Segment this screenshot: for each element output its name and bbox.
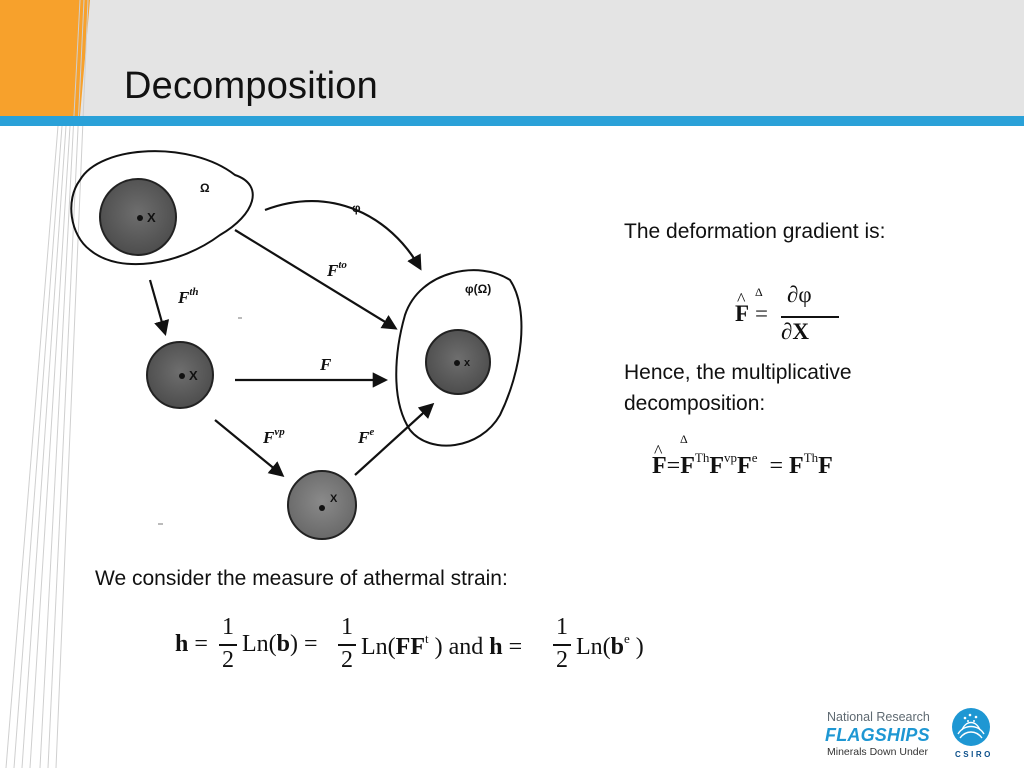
flagships-csiro-logo: National Research FLAGSHIPS Minerals Dow… [824, 706, 1014, 762]
phi-arrow [264, 200, 422, 271]
thermal-config-point [179, 373, 185, 379]
current-body-outline [395, 269, 523, 447]
f-e-arrow [354, 402, 435, 476]
f-to-label: Fto [326, 259, 347, 280]
f-vp-arrow [214, 419, 285, 477]
current-x-label: x [464, 357, 471, 369]
viscoplastic-config-point [319, 505, 325, 511]
athermal-strain-text: We consider the measure of athermal stra… [95, 567, 508, 590]
multiplicative-decomposition-equation: Δ F^=FThFvpFe = FThF [652, 432, 833, 479]
phi-omega-label: φ(Ω) [465, 282, 491, 296]
orange-accent-block [0, 0, 78, 116]
reference-point [137, 215, 143, 221]
csiro-wordmark: CSIRO [955, 750, 993, 759]
viscoplastic-config-x-label: X [330, 493, 338, 505]
deformation-gradient-text: The deformation gradient is: [624, 220, 886, 243]
f-label: F [319, 355, 332, 374]
f-to-arrow [234, 229, 398, 330]
logo-line-national-research: National Research [827, 710, 930, 724]
deformation-gradient-equation: F^ Δ = ∂φ ∂X [735, 282, 845, 349]
logo-line-flagships: FLAGSHIPS [825, 725, 930, 745]
f-vp-label: Fvp [262, 426, 285, 447]
csiro-emblem-icon [952, 708, 990, 746]
deformation-diagram: X Ω x φ(Ω) X X φ Fto Fth F Fvp Fe [70, 150, 523, 540]
thermal-config-x-label: X [189, 368, 198, 383]
logo-line-minerals: Minerals Down Under [827, 746, 928, 758]
f-th-label: Fth [177, 286, 199, 307]
omega-label: Ω [200, 181, 210, 195]
reference-body-outline [70, 150, 254, 266]
multiplicative-decomposition-text: Hence, the multiplicative decomposition: [624, 361, 852, 415]
decorative-stripes [5, 0, 90, 768]
slide-header [0, 0, 1024, 116]
slide-title: Decomposition [124, 65, 378, 107]
phi-label: φ [352, 201, 361, 215]
f-th-arrow [148, 279, 170, 336]
reference-x-label: X [147, 210, 156, 225]
f-e-label: Fe [357, 426, 374, 447]
current-point [454, 360, 460, 366]
header-blue-rule [0, 116, 1024, 126]
